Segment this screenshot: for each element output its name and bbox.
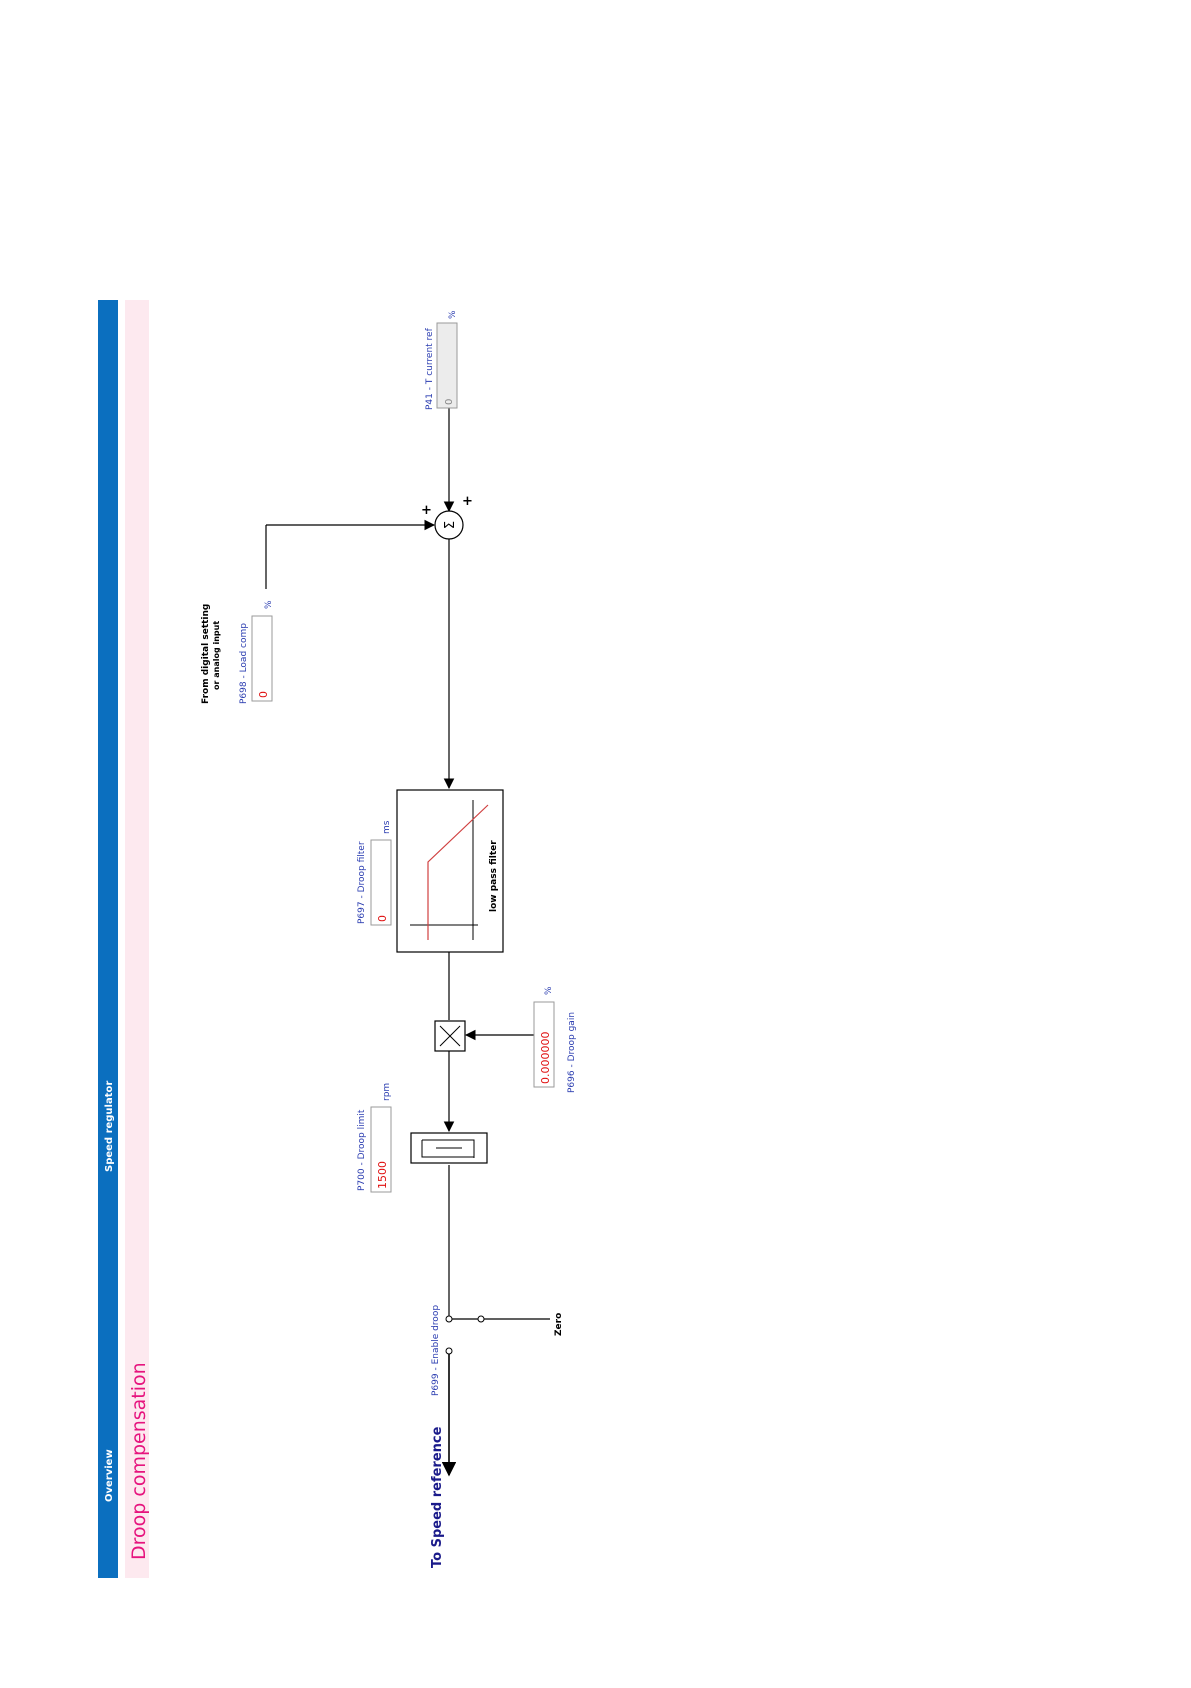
page-title: Droop compensation: [128, 1362, 150, 1560]
droop-filter-unit: ms: [382, 820, 392, 834]
switch-contact-out: [446, 1348, 452, 1354]
droop-limit-label: P700 - Droop limit: [357, 1109, 367, 1191]
load-comp-unit: %: [264, 600, 274, 609]
droop-limit-unit: rpm: [382, 1083, 392, 1101]
droop-filter-input[interactable]: [371, 840, 391, 925]
from-analog-label: or analog input: [212, 621, 221, 690]
sigma-symbol: Σ: [443, 521, 458, 529]
low-pass-filter-label: low pass filter: [489, 840, 499, 912]
load-comp-label: P698 - Load comp: [239, 623, 249, 704]
droop-filter-value: 0: [376, 915, 389, 922]
t-current-ref-box: [437, 323, 457, 408]
plus-sign-right: +: [462, 494, 473, 509]
nav-speed-regulator-link[interactable]: Speed regulator: [104, 1081, 115, 1172]
enable-droop-label[interactable]: P699 - Enable droop: [431, 1305, 441, 1396]
droop-gain-unit: %: [544, 986, 554, 995]
low-pass-filter-block: [397, 790, 503, 952]
droop-gain-label: P696 - Droop gain: [567, 1012, 577, 1093]
load-comp-value: 0: [257, 691, 270, 698]
nav-overview-link[interactable]: Overview: [104, 1449, 115, 1502]
zero-label: Zero: [554, 1313, 564, 1336]
to-speed-reference-label: To Speed reference: [430, 1426, 445, 1568]
switch-contact-zero: [478, 1316, 484, 1322]
droop-gain-value: 0.000000: [539, 1032, 552, 1085]
from-digital-label: From digital setting: [201, 604, 211, 704]
nav-band: [98, 300, 118, 1578]
droop-limit-value: 1500: [376, 1161, 389, 1189]
switch-contact-in: [446, 1316, 452, 1322]
t-current-ref-unit: %: [448, 310, 458, 319]
t-current-ref-value: 0: [444, 399, 455, 405]
t-current-ref-label: P41 - T current ref: [425, 327, 435, 410]
plus-sign-left: +: [421, 503, 432, 518]
droop-filter-label: P697 - Droop filter: [357, 841, 367, 924]
load-comp-input[interactable]: [252, 616, 272, 701]
